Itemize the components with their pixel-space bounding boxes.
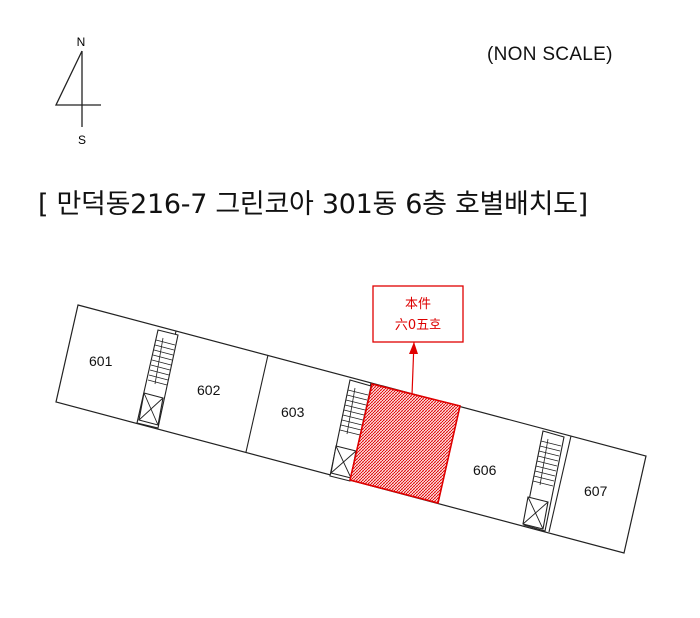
north-arrow-compass: N S — [54, 35, 101, 147]
elevator-cross — [138, 397, 164, 421]
compass-half-arrow — [54, 50, 101, 106]
stair-treads — [339, 387, 369, 436]
north-label: N — [77, 35, 86, 49]
callout-box — [372, 285, 464, 343]
unit-label-602: 602 — [197, 382, 221, 398]
scale-note: (NON SCALE) — [487, 44, 613, 65]
unit-divider — [548, 435, 572, 533]
unit-label-607: 607 — [584, 483, 608, 499]
stair-treads — [147, 337, 176, 386]
page-title: [ 만덕동216-7 그린코아 301동 6층 호별배치도] — [38, 189, 588, 220]
stair-core-1 — [136, 329, 179, 429]
unit-divider — [245, 354, 269, 453]
callout-line-1: 本件 — [405, 297, 431, 312]
unit-label-603: 603 — [281, 404, 305, 420]
stair-treads — [532, 438, 562, 487]
elevator-cross — [522, 501, 549, 525]
elevator-cross — [330, 450, 357, 474]
unit-label-606: 606 — [473, 462, 497, 478]
subject-unit-highlight — [349, 383, 461, 504]
callout-line-2: 六0五호 — [395, 318, 441, 333]
unit-label-601: 601 — [89, 353, 113, 369]
stair-core-3 — [522, 430, 565, 532]
callout-arrowhead — [409, 342, 418, 354]
south-label: S — [78, 133, 86, 147]
stair-core-2 — [329, 379, 372, 482]
